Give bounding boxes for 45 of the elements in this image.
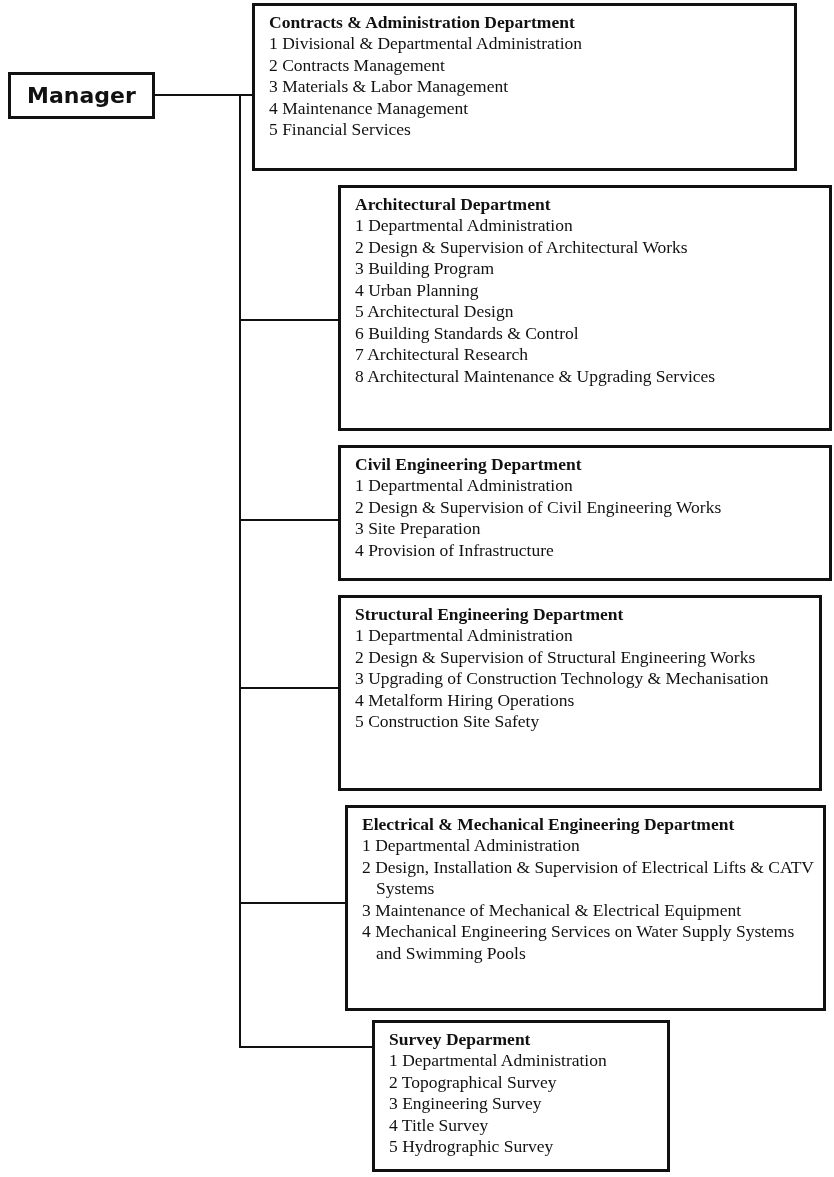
duty-item: 4 Title Survey — [389, 1114, 490, 1136]
duty-item: 2 Design, Installation & Supervision of Electrical Lifts & CATV Systems — [362, 856, 815, 900]
duty-item: 5 Architectural Design — [355, 301, 515, 323]
department-heading: Electrical & Mechanical Engineering Department — [362, 814, 736, 835]
duty-item: 8 Architectural Maintenance & Upgrading Services — [355, 365, 717, 387]
duty-item: 4 Metalform Hiring Operations — [355, 689, 576, 711]
duty-item: 7 Architectural Research — [355, 344, 529, 366]
duty-item: 3 Upgrading of Construction Technology & Mechanisation — [355, 668, 770, 690]
duty-item: 1 Departmental Administration — [355, 215, 574, 237]
duty-item: 4 Urban Planning — [355, 279, 480, 301]
box-title: Manager — [27, 83, 136, 108]
department-box — [372, 1020, 670, 1172]
duty-item: 5 Construction Site Safety — [355, 711, 541, 733]
department-heading: Contracts & Administration Department — [269, 12, 576, 33]
duty-item: 3 Materials & Labor Management — [269, 76, 510, 98]
duty-item: 3 Maintenance of Mechanical & Electrical Equipment — [362, 899, 742, 921]
duty-item: 2 Contracts Management — [269, 54, 446, 76]
duty-item: 2 Topographical Survey — [389, 1071, 558, 1093]
duty-item: 6 Building Standards & Control — [355, 322, 580, 344]
department-heading: Structural Engineering Department — [355, 604, 625, 625]
department-box — [338, 595, 822, 791]
duty-item: 5 Hydrographic Survey — [389, 1136, 555, 1158]
duty-item: 1 Departmental Administration — [389, 1050, 608, 1072]
department-box — [252, 3, 797, 171]
department-box — [338, 445, 832, 581]
department-heading: Architectural Department — [355, 194, 552, 215]
department-box — [338, 185, 832, 431]
duty-item: 1 Departmental Administration — [355, 625, 574, 647]
duty-item: 1 Departmental Administration — [362, 835, 581, 857]
duty-item: 2 Design & Supervision of Civil Engineering Works — [355, 496, 723, 518]
duty-item: 2 Design & Supervision of Structural Engineering Works — [355, 646, 757, 668]
duty-item: 5 Financial Services — [269, 119, 412, 141]
duty-item: 4 Provision of Infrastructure — [355, 539, 555, 561]
duty-item: 3 Building Program — [355, 258, 496, 280]
duty-item: 4 Maintenance Management — [269, 97, 470, 119]
department-heading: Survey Deparment — [389, 1029, 532, 1050]
duty-item: 3 Engineering Survey — [389, 1093, 543, 1115]
duty-item: 3 Site Preparation — [355, 518, 482, 540]
department-box — [345, 805, 826, 1011]
duty-item: 2 Design & Supervision of Architectural Works — [355, 236, 689, 258]
duty-item: 4 Mechanical Engineering Services on Water Supply Systems and Swimming Pools — [362, 921, 796, 964]
department-heading: Civil Engineering Department — [355, 454, 583, 475]
duty-item: 1 Departmental Administration — [355, 475, 574, 497]
manager-box — [8, 72, 155, 119]
duty-item: 1 Divisional & Departmental Administration — [269, 33, 583, 55]
